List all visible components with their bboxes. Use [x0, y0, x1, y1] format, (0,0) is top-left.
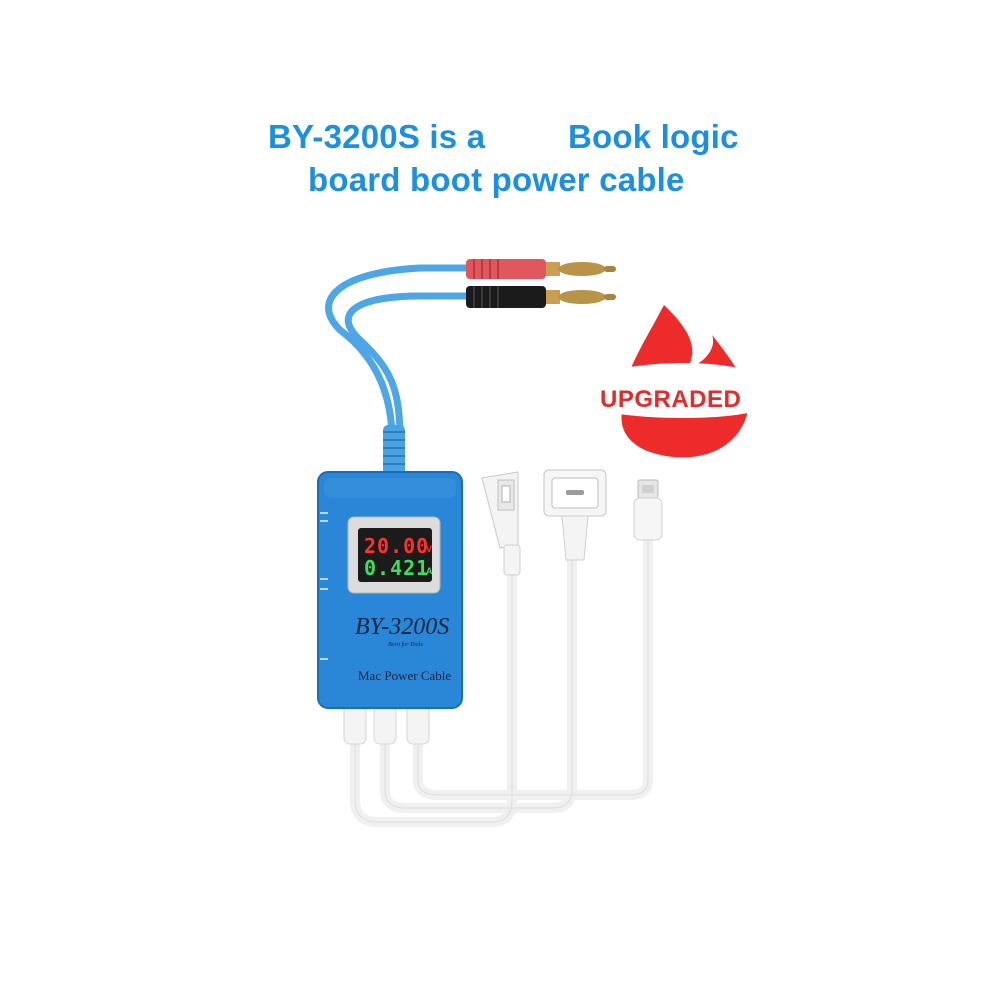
red-banana-plug: [466, 259, 616, 279]
device-name-label: Mac Power Cable: [358, 668, 452, 683]
upgraded-badge-text: UPGRADED: [600, 386, 742, 413]
usb-connector: [633, 479, 663, 541]
magsafe-1-connector: [481, 471, 521, 576]
magsafe-2-connector: [543, 469, 607, 561]
device-tagline: Born for Tools: [388, 642, 423, 648]
voltage-readout: 20.00: [364, 534, 430, 558]
current-readout: 0.421: [364, 556, 430, 580]
headline-line1-left: BY-3200S is a: [268, 118, 486, 155]
cable-strain-relief: [383, 425, 405, 480]
device-body: [317, 471, 463, 709]
device-brand-label: BY-3200S: [355, 614, 450, 640]
black-banana-plug: [466, 286, 616, 308]
headline-line2: board boot power cable: [308, 161, 685, 198]
headline-line1-right: Book logic: [568, 118, 739, 155]
blue-cable-black-lead: [344, 292, 474, 444]
upgraded-flame-badge: [606, 305, 752, 458]
blue-cable-red-lead: [325, 264, 474, 444]
cable-boots: [343, 699, 430, 745]
voltage-unit: V: [426, 544, 433, 554]
current-unit: A: [426, 566, 433, 576]
